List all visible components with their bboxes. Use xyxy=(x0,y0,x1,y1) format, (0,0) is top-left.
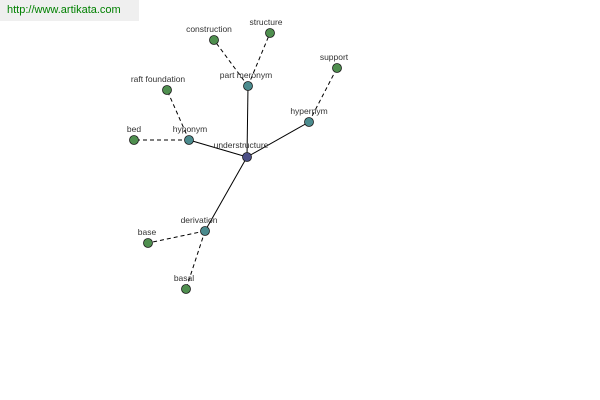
edge-derivation-base xyxy=(147,230,206,244)
edge-part-meronym-construction xyxy=(213,39,249,87)
node-raft-foundation[interactable] xyxy=(162,85,172,95)
edge-hypernym xyxy=(246,121,310,158)
label-bed: bed xyxy=(127,124,141,134)
edge-hypernym-support xyxy=(308,67,338,123)
label-understructure: understructure xyxy=(214,140,269,150)
node-bed[interactable] xyxy=(129,135,139,145)
label-construction: construction xyxy=(186,24,232,34)
label-hyponym: hyponym xyxy=(173,124,208,134)
node-support[interactable] xyxy=(332,63,342,73)
edges xyxy=(134,32,338,290)
edge-derivation xyxy=(204,156,248,232)
node-structure[interactable] xyxy=(265,28,275,38)
node-hypernym[interactable] xyxy=(304,117,314,127)
node-basal[interactable] xyxy=(181,284,191,294)
site-url-link[interactable]: http://www.artikata.com xyxy=(7,4,121,16)
edge-derivation-basal xyxy=(185,230,206,290)
label-base: base xyxy=(138,227,157,237)
edge-part-meronym xyxy=(246,85,249,158)
label-hypernym: hypernym xyxy=(290,106,327,116)
labels: construction structure part meronym support… xyxy=(127,17,349,283)
nodes xyxy=(129,28,342,294)
node-derivation[interactable] xyxy=(200,226,210,236)
node-hyponym[interactable] xyxy=(184,135,194,145)
label-part-meronym: part meronym xyxy=(220,70,272,80)
edge-part-meronym-structure xyxy=(247,32,271,87)
node-construction[interactable] xyxy=(209,35,219,45)
node-part-meronym[interactable] xyxy=(243,81,253,91)
label-basal: basal xyxy=(174,273,194,283)
label-support: support xyxy=(320,52,349,62)
edge-hyponym-raft-foundation xyxy=(166,89,190,141)
node-understructure[interactable] xyxy=(242,152,252,162)
url-banner: http://www.artikata.com xyxy=(0,0,139,21)
node-base[interactable] xyxy=(143,238,153,248)
edge-hyponym xyxy=(188,139,248,158)
label-structure: structure xyxy=(249,17,282,27)
label-raft-foundation: raft foundation xyxy=(131,74,186,84)
label-derivation: derivation xyxy=(181,215,218,225)
